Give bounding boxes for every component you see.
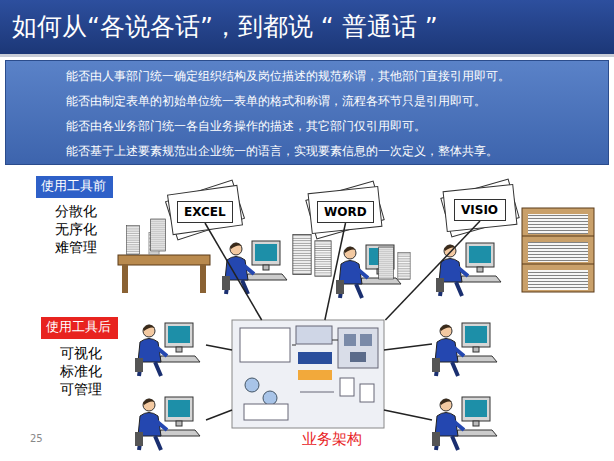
distribution-lines [206, 344, 432, 420]
paper-stack [151, 219, 166, 251]
slide-title: 如何从“各说各话”，到都说 “ 普通话 ” [0, 0, 614, 54]
node-text: 能否基于上述要素规范出企业统一的语言，实现要素信息的一次定义，整体共享。 [66, 139, 608, 164]
paper-stack [398, 253, 410, 280]
state-word: 难管理 [55, 239, 97, 257]
state-word: 可视化 [60, 345, 102, 363]
mini-panel [338, 328, 378, 368]
page [443, 184, 517, 231]
person-at-computer [336, 245, 401, 298]
desk-leg [200, 265, 206, 293]
page [306, 181, 384, 239]
mini-box [344, 334, 356, 346]
page [166, 180, 245, 240]
mini-node [245, 378, 259, 392]
mini-node [263, 391, 277, 405]
mini-box [360, 334, 372, 346]
page [441, 179, 519, 237]
shelf [522, 264, 594, 265]
paper-stack [293, 235, 311, 275]
state-word: 无序化 [55, 221, 97, 239]
mini-panel [296, 326, 332, 344]
state-word: 可管理 [60, 381, 102, 399]
wire [384, 344, 432, 350]
connector-line [205, 223, 262, 320]
architecture-node: 业务架构 [232, 320, 384, 450]
before-tag: 使用工具前 [36, 176, 113, 198]
paper-stack [315, 241, 331, 277]
node-text: 使用工具前 [41, 178, 108, 194]
state-word: 标准化 [60, 363, 102, 381]
node-text: VISIO [461, 203, 499, 217]
node-text: EXCEL [184, 205, 226, 219]
mini-bar [298, 370, 332, 380]
mini-doc [360, 384, 374, 402]
page-number: 25 [30, 433, 43, 444]
mini-bar [298, 352, 332, 364]
node-text: 能否由各业务部门统一各自业务操作的描述，其它部门仅引用即可。 [66, 114, 608, 139]
person-at-computer [135, 323, 200, 376]
page [168, 185, 243, 234]
title-band: 如何从“各说各话”，到都说 “ 普通话 ” [0, 0, 614, 57]
person-at-computer [432, 397, 497, 450]
shelf [522, 236, 594, 237]
question-box: 能否由人事部门统一确定组织结构及岗位描述的规范称谓，其他部门直接引用即可。能否由… [5, 60, 609, 165]
desk-leg [122, 265, 128, 293]
connector-line [385, 221, 480, 320]
shelf-files [528, 242, 588, 262]
shelf-files [528, 214, 588, 234]
mini-line [300, 392, 334, 393]
node-text: 使用工具后 [46, 319, 113, 335]
paper-stack [379, 247, 394, 279]
paper-pile [379, 247, 410, 279]
state-word: 分散化 [55, 203, 97, 221]
wire [206, 410, 232, 420]
mini-doc [340, 378, 354, 396]
node-text: WORD [324, 205, 367, 219]
document-fan [166, 179, 520, 240]
after-tag: 使用工具后 [41, 317, 118, 339]
architecture-thumbnail [232, 320, 384, 428]
thumbnail-frame [232, 320, 384, 428]
node-text: 业务架构 [232, 430, 362, 448]
person-at-computer [135, 397, 200, 450]
mini-panel [244, 404, 288, 420]
mini-panel [240, 328, 290, 362]
document-label: VISIO [454, 199, 506, 221]
wire [206, 345, 232, 350]
node-text: 能否由人事部门统一确定组织结构及岗位描述的规范称谓，其他部门直接引用即可。 [66, 64, 608, 89]
person-at-computer [432, 323, 497, 376]
cabinet [522, 208, 594, 292]
desk [118, 255, 210, 265]
mini-box [350, 352, 366, 362]
paper-stack [126, 226, 139, 255]
wire [384, 410, 432, 420]
node-text: 能否由制定表单的初始单位统一表单的格式和称谓，流程各环节只是引用即可。 [66, 89, 608, 114]
shelf-files [528, 270, 588, 290]
document-label: WORD [317, 201, 374, 223]
shelf-cabinet [522, 208, 594, 292]
document-label: EXCEL [177, 201, 233, 223]
person-at-computer [436, 243, 501, 296]
mini-arrow [292, 340, 338, 345]
connector-line [325, 223, 346, 320]
